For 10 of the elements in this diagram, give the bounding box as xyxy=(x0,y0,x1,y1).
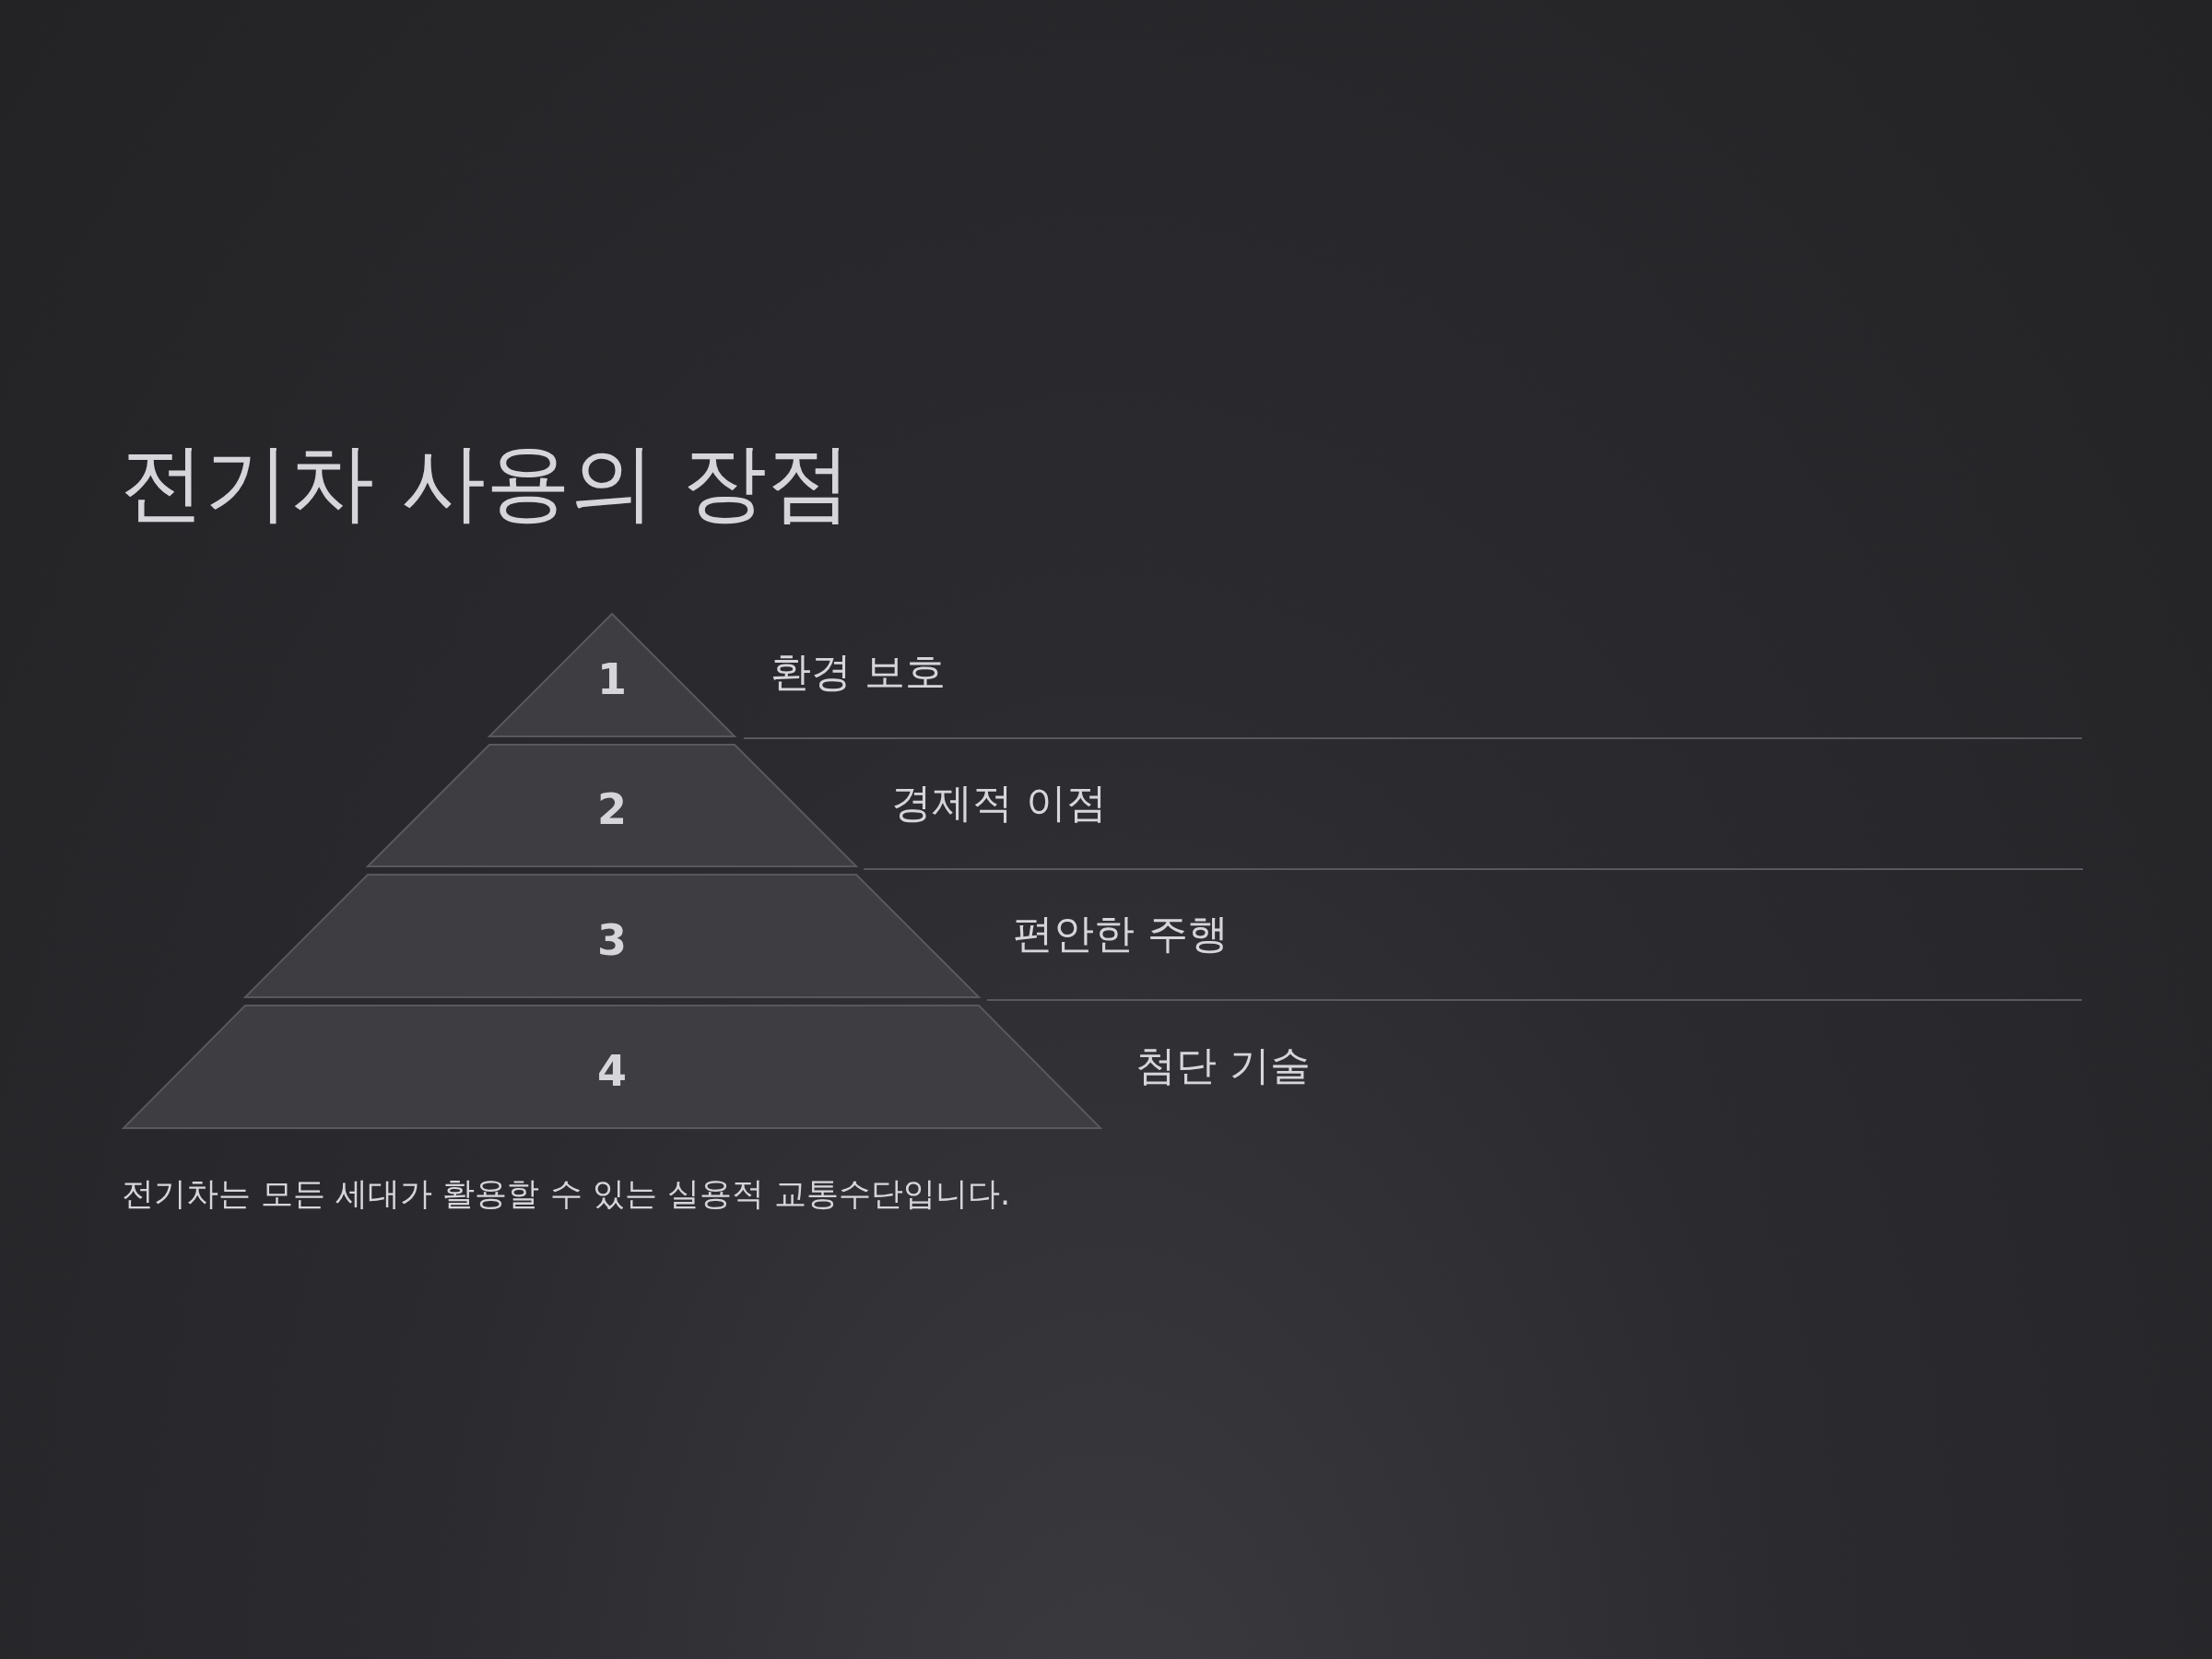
layer-number: 2 xyxy=(597,784,627,834)
caption: 전기차는 모든 세대가 활용할 수 있는 실용적 교통수단입니다. xyxy=(122,1174,1010,1214)
layer-label: 편안한 주행 xyxy=(1013,909,1229,959)
title: 전기차 사용의 장점 xyxy=(120,432,853,534)
layer-label: 경제적 이점 xyxy=(891,778,1107,828)
layer-number: 1 xyxy=(597,653,627,704)
layer-label: 환경 보호 xyxy=(771,647,946,697)
layer-number: 4 xyxy=(597,1045,627,1096)
layer-label: 첨단 기술 xyxy=(1135,1041,1311,1090)
layer-number: 3 xyxy=(597,914,627,965)
